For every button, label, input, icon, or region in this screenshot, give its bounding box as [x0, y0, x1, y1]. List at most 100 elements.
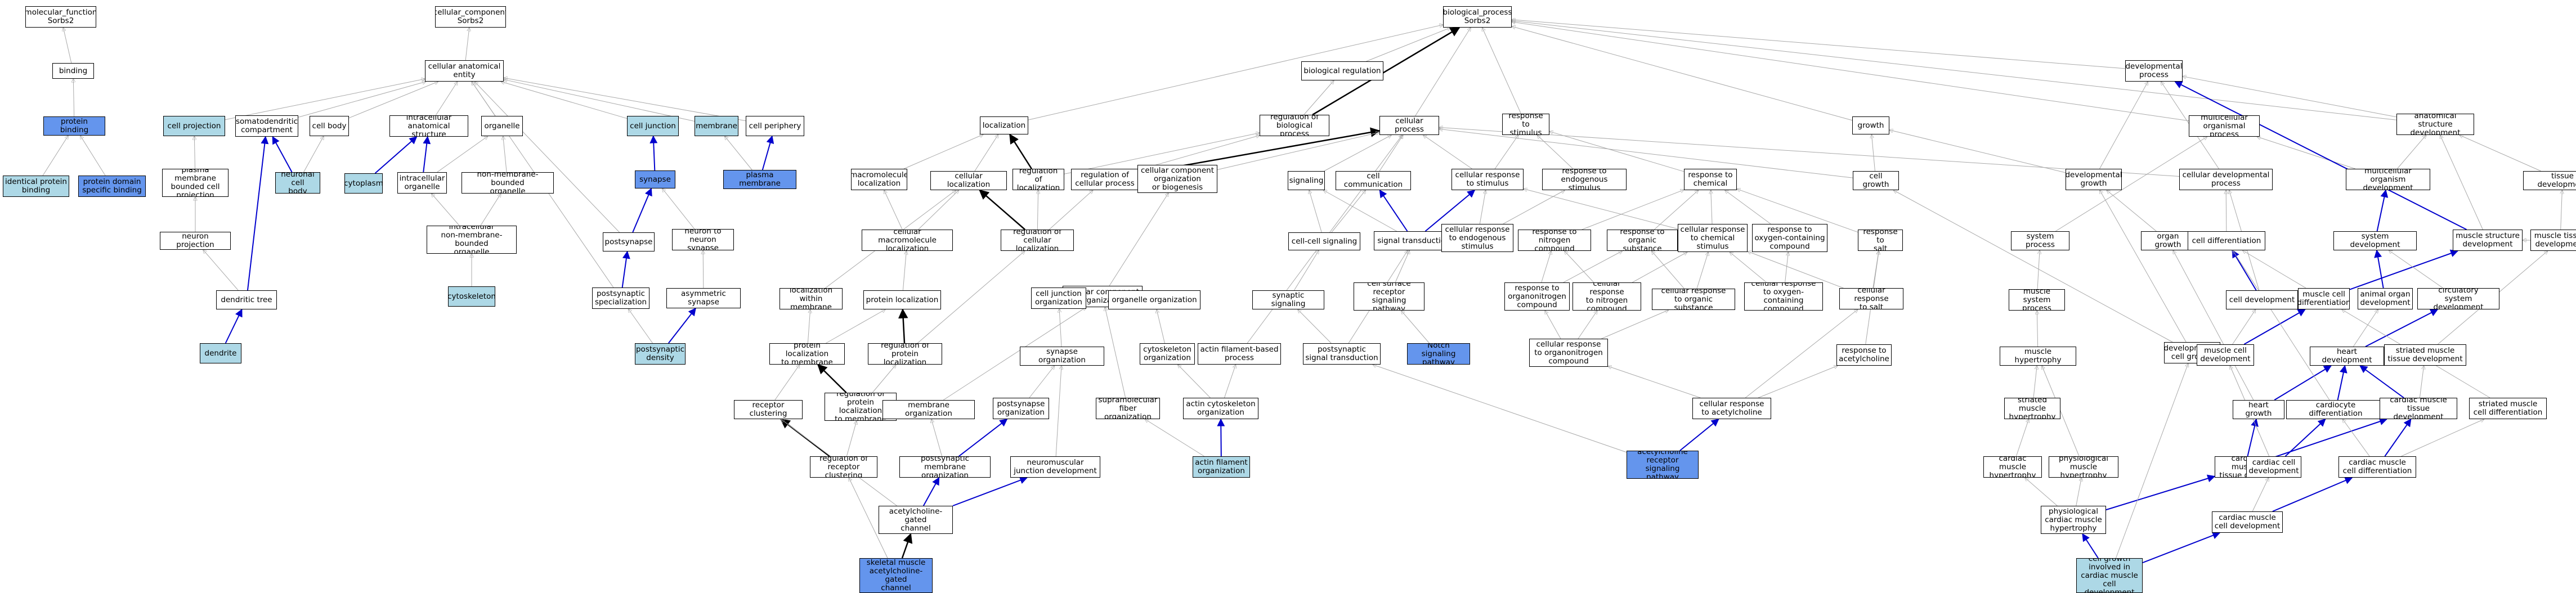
- go-term-cytoskeleton: cytoskeleton: [448, 286, 495, 307]
- go-term-plasma-membrane: plasma membrane: [723, 170, 796, 189]
- go-term-cytoskeleton-organization: cytoskeleton organization: [1140, 343, 1195, 365]
- edge-is-a: [1298, 309, 1332, 344]
- edge-is-a: [703, 250, 704, 289]
- go-term-multicellular-organismal-process: multicellular organismal process: [2189, 115, 2260, 137]
- go-term-multicellular-organism-development: multicellular organism development: [2346, 169, 2430, 190]
- go-term-cell-periphery: cell periphery: [746, 116, 804, 136]
- go-term-cell-body: cell body: [310, 116, 349, 136]
- edge-is-a: [432, 194, 460, 226]
- edge-is-a: [1028, 25, 1443, 120]
- go-term-response-to-acetylcholine: response to acetylcholine: [1836, 344, 1892, 366]
- go-term-cell-surface-receptor-signaling: cell surface receptor signaling pathway: [1354, 282, 1424, 311]
- go-term-cardiac-muscle-hypertrophy: cardiac muscle hypertrophy: [1983, 456, 2042, 478]
- edge-is-a: [1217, 132, 1379, 170]
- go-term-physiological-cardiac-muscle-hypertrophy: physiological cardiac muscle hypertrophy: [2041, 506, 2106, 534]
- go-term-intracellular-anatomical-structure: intracellular anatomical structure: [389, 115, 468, 137]
- edge-is-a: [2037, 250, 2040, 290]
- edge-is-a: [1049, 190, 1093, 230]
- edge-regulates: [901, 533, 913, 559]
- go-term-non-membrane-bounded-organelle: non-membrane-bounded organelle: [462, 172, 554, 194]
- edge-is-a: [194, 136, 195, 169]
- edge-part-of: [2384, 418, 2412, 457]
- edge-is-a: [1601, 310, 1668, 339]
- edge-is-a: [1758, 366, 1838, 398]
- go-term-skeletal-muscle-achr-clustering: skeletal muscle acetylcholine-gated chan…: [879, 506, 953, 534]
- go-term-postsynapse-organization: postsynapse organization: [993, 398, 1049, 419]
- edge-is-a: [2342, 419, 2370, 457]
- go-term-muscle-hypertrophy: muscle hypertrophy: [2000, 347, 2076, 366]
- edge-part-of: [247, 136, 269, 291]
- go-term-cell-cell-signaling: cell-cell signaling: [1288, 232, 1360, 250]
- go-term-cardiac-cell-development: cardiac cell development: [2246, 456, 2301, 478]
- edge-is-a: [501, 82, 628, 119]
- edge-is-a: [42, 136, 68, 176]
- edge-is-a: [1537, 135, 1574, 169]
- go-term-tissue-development: tissue development: [2523, 171, 2576, 190]
- edge-is-a: [1373, 365, 1627, 453]
- go-term-response-to-salt: response to salt: [1858, 230, 1903, 251]
- edge-is-a: [2257, 137, 2355, 169]
- edge-is-a: [1512, 21, 2397, 120]
- go-term-cell-growth-cardiac: cell growth involved in cardiac muscle c…: [2076, 558, 2143, 593]
- edge-is-a: [943, 307, 1086, 401]
- edge-part-of: [2274, 365, 2332, 401]
- edge-is-a: [1725, 190, 1771, 224]
- edge-is-a: [1654, 190, 1698, 230]
- go-term-cell-differentiation: cell differentiation: [2188, 231, 2265, 250]
- edge-is-a: [1415, 28, 1471, 116]
- edge-is-a: [225, 79, 425, 120]
- go-term-regulation-of-localization: regulation of localization: [1013, 169, 1064, 190]
- edge-is-a: [1309, 190, 1322, 233]
- edge-is-a: [2100, 190, 2187, 343]
- edge-part-of: [922, 477, 940, 506]
- edge-is-a: [1871, 134, 1875, 172]
- edge-is-a: [2389, 250, 2443, 289]
- edge-is-a: [435, 82, 458, 116]
- go-term-postsynaptic-specialization: postsynaptic specialization: [592, 287, 649, 309]
- go-term-response-to-chemical: response to chemical: [1684, 169, 1737, 190]
- edge-is-a: [1785, 252, 1789, 283]
- edge-is-a: [1737, 189, 1858, 233]
- edge-is-a: [1294, 250, 1319, 291]
- go-term-regulation-of-receptor-clustering: regulation of receptor clustering: [810, 456, 877, 478]
- edge-is-a: [872, 365, 896, 393]
- edge-part-of: [2174, 81, 2467, 230]
- edge-is-a: [1379, 135, 1403, 172]
- go-term-system-process: system process: [2011, 231, 2069, 250]
- go-term-protein-binding: protein binding: [43, 116, 105, 136]
- edge-is-a: [1138, 136, 1260, 170]
- edge-is-a: [63, 28, 72, 64]
- edge-is-a: [1366, 28, 1451, 62]
- edge-is-a: [303, 136, 324, 173]
- edge-is-a: [902, 251, 906, 291]
- edge-part-of: [2365, 309, 2439, 347]
- go-term-cardiac-muscle-cell-differentiation: cardiac muscle cell differentiation: [2338, 456, 2416, 478]
- edge-part-of: [2359, 365, 2404, 398]
- edge-part-of: [667, 307, 696, 344]
- edge-is-a: [1224, 365, 1235, 398]
- edge-is-a: [1711, 190, 1712, 224]
- edge-is-a: [1059, 309, 1062, 347]
- go-term-identical-protein-binding: identical protein binding: [3, 176, 69, 197]
- edge-is-a: [80, 136, 106, 176]
- go-term-response-to-nitrogen-compound: response to nitrogen compound: [1518, 230, 1591, 251]
- go-term-neuron-to-neuron-synapse: neuron to neuron synapse: [672, 229, 734, 250]
- edge-is-a: [1545, 311, 1561, 339]
- edge-regulates: [898, 308, 908, 344]
- edge-part-of: [1379, 189, 1408, 232]
- edge-part-of: [2243, 309, 2306, 345]
- go-term-heart-growth: heart growth: [2233, 400, 2284, 419]
- go-term-synapse: synapse: [635, 170, 675, 188]
- edge-part-of: [958, 419, 1008, 457]
- go-term-cellular-localization: cellular localization: [930, 171, 1007, 190]
- edge-is-a: [1029, 366, 1055, 398]
- go-term-muscle-cell-differentiation: muscle cell differentiation: [2298, 288, 2350, 309]
- edge-part-of: [2374, 249, 2384, 289]
- edge-is-a: [1651, 251, 1685, 289]
- edge-is-a: [662, 188, 695, 230]
- edge-is-a: [1105, 307, 1126, 398]
- go-term-cell-junction: cell junction: [627, 116, 679, 136]
- edge-part-of: [423, 136, 431, 173]
- go-term-biological-regulation: biological regulation: [1301, 61, 1383, 80]
